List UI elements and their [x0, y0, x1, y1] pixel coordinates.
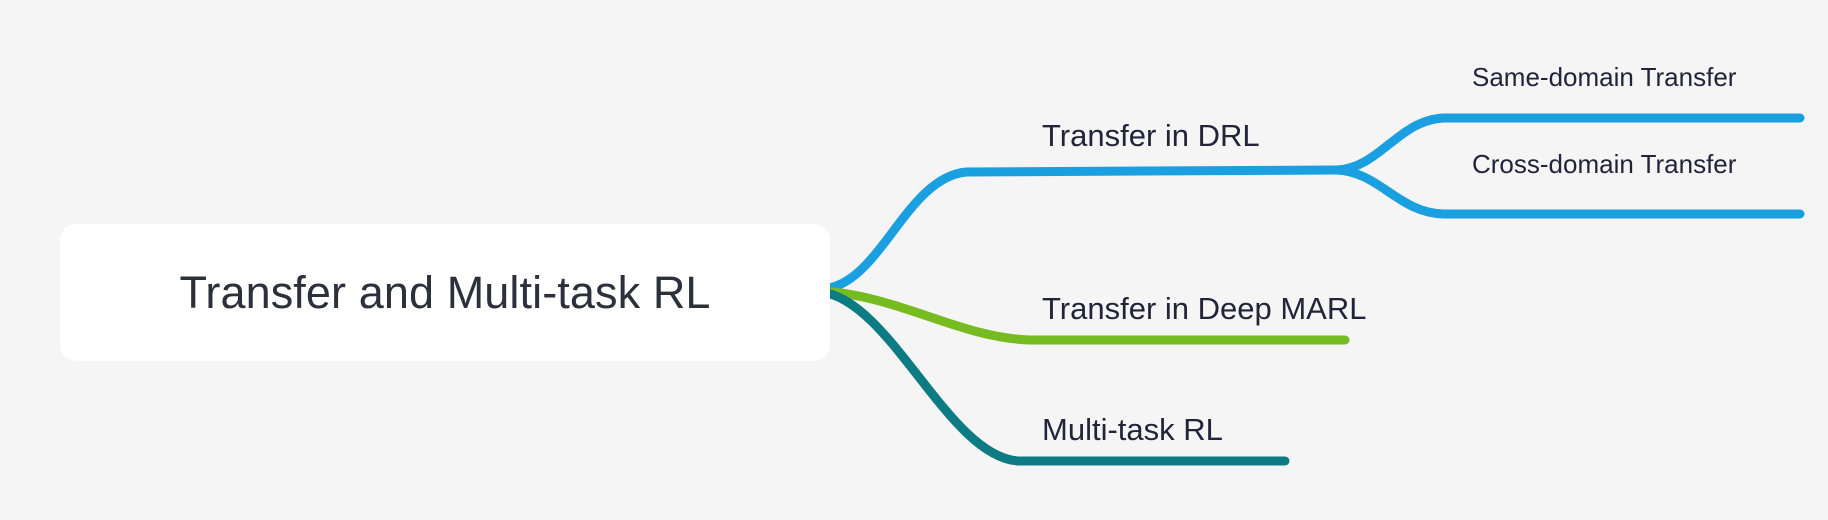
- node-transfer-in-drl[interactable]: Transfer in DRL: [1042, 118, 1260, 153]
- node-transfer-in-deep-marl[interactable]: Transfer in Deep MARL: [1042, 291, 1367, 326]
- node-multi-task-rl[interactable]: Multi-task RL: [1042, 412, 1223, 447]
- root-node[interactable]: Transfer and Multi-task RL: [60, 224, 830, 361]
- branch-line-transfer-drl: [817, 165, 1342, 294]
- node-same-domain-transfer[interactable]: Same-domain Transfer: [1472, 62, 1737, 92]
- node-cross-domain-transfer[interactable]: Cross-domain Transfer: [1472, 149, 1737, 179]
- root-node-label: Transfer and Multi-task RL: [179, 267, 711, 318]
